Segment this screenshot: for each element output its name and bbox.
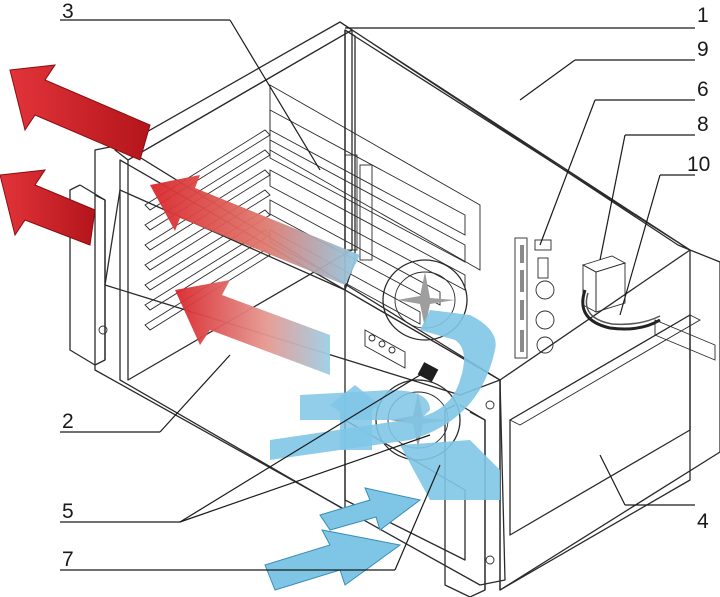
cool-air-arrow-icon	[330, 385, 380, 450]
drive-cage	[509, 314, 701, 536]
case-top-rear-edge	[339, 21, 691, 251]
cool-air-intake	[264, 310, 500, 591]
front-panel	[94, 144, 506, 586]
callout-9: 9	[697, 38, 709, 61]
hot-air-arrow-icon	[9, 64, 151, 161]
callout-5: 5	[62, 500, 74, 523]
power-supply-module	[581, 255, 627, 313]
cable	[581, 289, 661, 331]
cool-airflow-band	[270, 310, 496, 460]
cool-airflow-band	[400, 440, 500, 500]
callout-4: 4	[697, 510, 709, 533]
hot-air-arrow-icon	[175, 280, 330, 375]
side-vent-perforation	[654, 319, 716, 361]
internal-hot-airflow	[150, 175, 360, 375]
leader-lines	[60, 19, 695, 571]
callout-3: 3	[62, 0, 74, 23]
cool-air-arrow-icon	[264, 529, 402, 591]
hot-air-arrow-icon	[0, 169, 96, 246]
expansion-cards	[269, 109, 466, 325]
callout-labels: 3 1 9 6 8 10 2 5 7 4	[62, 0, 710, 571]
front-control-panel	[364, 329, 439, 382]
callout-6: 6	[697, 78, 709, 101]
top-vent-rail	[114, 21, 353, 161]
hot-air-exhaust	[0, 64, 151, 246]
callout-10: 10	[687, 153, 710, 176]
fan-icon	[397, 272, 455, 328]
mainboard-connectors	[514, 237, 555, 359]
callout-2: 2	[62, 410, 74, 433]
callout-7: 7	[62, 548, 74, 571]
cool-air-arrow-icon	[319, 487, 422, 531]
hot-air-arrow-icon	[150, 175, 360, 285]
callout-8: 8	[697, 113, 709, 136]
callout-1: 1	[697, 4, 709, 27]
case-outer-side-panel	[499, 249, 720, 591]
power-switch	[417, 362, 439, 382]
